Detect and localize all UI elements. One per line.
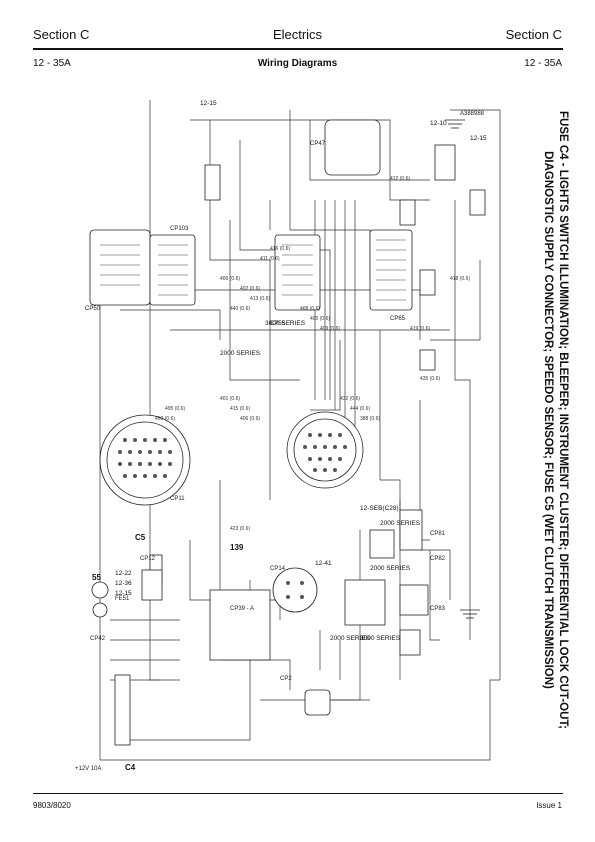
svg-text:CP103: CP103 <box>170 226 189 232</box>
svg-text:468 (0.6): 468 (0.6) <box>300 306 320 312</box>
footer-rule <box>33 793 563 794</box>
svg-text:CP11: CP11 <box>170 496 185 502</box>
svg-text:CP82: CP82 <box>430 556 446 562</box>
svg-text:405 (0.6): 405 (0.6) <box>310 316 330 322</box>
header-rule <box>33 48 563 50</box>
svg-text:12-10: 12-10 <box>430 120 447 127</box>
section-label-left: Section C <box>33 27 90 42</box>
svg-text:A388988: A388988 <box>460 111 485 117</box>
svg-text:C5: C5 <box>135 533 146 542</box>
svg-text:440 (0.6): 440 (0.6) <box>230 306 250 312</box>
svg-text:416 (0.6): 416 (0.6) <box>270 246 290 252</box>
svg-text:12-22: 12-22 <box>115 570 132 577</box>
caption-line-1: FUSE C4 - LIGHTS SWITCH ILLUMINATION; BL… <box>557 111 569 729</box>
svg-text:CP39 - A: CP39 - A <box>230 606 254 612</box>
svg-text:12-41: 12-41 <box>315 560 332 567</box>
svg-text:CP55: CP55 <box>270 321 286 327</box>
svg-text:435 (0.6): 435 (0.6) <box>420 376 440 382</box>
svg-text:12-SEB(C28): 12-SEB(C28) <box>360 505 399 512</box>
svg-text:55: 55 <box>92 573 101 582</box>
page-number-left: 12 - 35A <box>33 58 71 69</box>
svg-text:419 (0.6): 419 (0.6) <box>410 326 430 332</box>
svg-text:423 (0.6): 423 (0.6) <box>230 526 250 532</box>
svg-text:12-15: 12-15 <box>115 590 132 597</box>
wiring-diagram: A388988 CP50 CP103 CP47 CP65 CP55 CP11 C… <box>75 100 501 772</box>
svg-text:139: 139 <box>230 543 244 552</box>
svg-text:CP42: CP42 <box>90 636 106 642</box>
issue-label: Issue 1 <box>536 801 562 810</box>
svg-text:400 (0.6): 400 (0.6) <box>220 276 240 282</box>
svg-text:12-15: 12-15 <box>200 100 217 107</box>
svg-text:2000 SERIES: 2000 SERIES <box>370 565 411 572</box>
svg-text:412 (0.6): 412 (0.6) <box>390 176 410 182</box>
svg-text:CP81: CP81 <box>430 531 446 537</box>
caption-line-2: DIAGNOSTIC SUPPLY CONNECTOR; SPEEDO SENS… <box>542 151 554 689</box>
svg-text:12-36: 12-36 <box>115 580 132 587</box>
svg-text:CP65: CP65 <box>390 316 406 322</box>
svg-text:388 (0.6): 388 (0.6) <box>360 416 380 422</box>
subsection-title: Wiring Diagrams <box>257 58 338 69</box>
svg-text:CP50: CP50 <box>85 306 101 312</box>
svg-text:2000 SERIES: 2000 SERIES <box>220 350 261 357</box>
svg-text:3000 SERIES: 3000 SERIES <box>360 635 401 642</box>
svg-text:FE51: FE51 <box>115 596 130 602</box>
svg-text:CP83: CP83 <box>430 606 446 612</box>
svg-text:450 (0.6): 450 (0.6) <box>155 416 175 422</box>
section-label-right: Section C <box>505 27 562 42</box>
svg-text:409 (0.6): 409 (0.6) <box>320 326 340 332</box>
svg-text:CP47: CP47 <box>310 141 326 147</box>
svg-text:3000 SERIES: 3000 SERIES <box>265 320 306 327</box>
svg-text:C4: C4 <box>125 763 136 772</box>
svg-text:+12V 10A: +12V 10A <box>75 766 102 772</box>
svg-text:418 (0.6): 418 (0.6) <box>450 276 470 282</box>
svg-text:402 (0.6): 402 (0.6) <box>240 286 260 292</box>
svg-text:406 (0.6): 406 (0.6) <box>240 416 260 422</box>
svg-text:12-15: 12-15 <box>470 135 487 142</box>
svg-text:432 (0.6): 432 (0.6) <box>340 396 360 402</box>
page-number-right: 12 - 35A <box>524 58 562 69</box>
svg-text:2000 SERIES: 2000 SERIES <box>330 635 371 642</box>
svg-text:413 (0.6): 413 (0.6) <box>250 296 270 302</box>
svg-text:444 (0.6): 444 (0.6) <box>350 406 370 412</box>
svg-text:CP12: CP12 <box>140 556 156 562</box>
svg-text:495 (0.6): 495 (0.6) <box>165 406 185 412</box>
svg-text:CP2: CP2 <box>280 676 292 682</box>
svg-text:411 (0.6): 411 (0.6) <box>260 256 280 262</box>
page-title: Electrics <box>272 27 323 42</box>
document-number: 9803/8020 <box>33 801 71 810</box>
svg-text:CP14: CP14 <box>270 566 286 572</box>
svg-text:2000 SERIES: 2000 SERIES <box>380 520 421 527</box>
svg-text:401 (0.6): 401 (0.6) <box>220 396 240 402</box>
svg-text:415 (0.6): 415 (0.6) <box>230 406 250 412</box>
